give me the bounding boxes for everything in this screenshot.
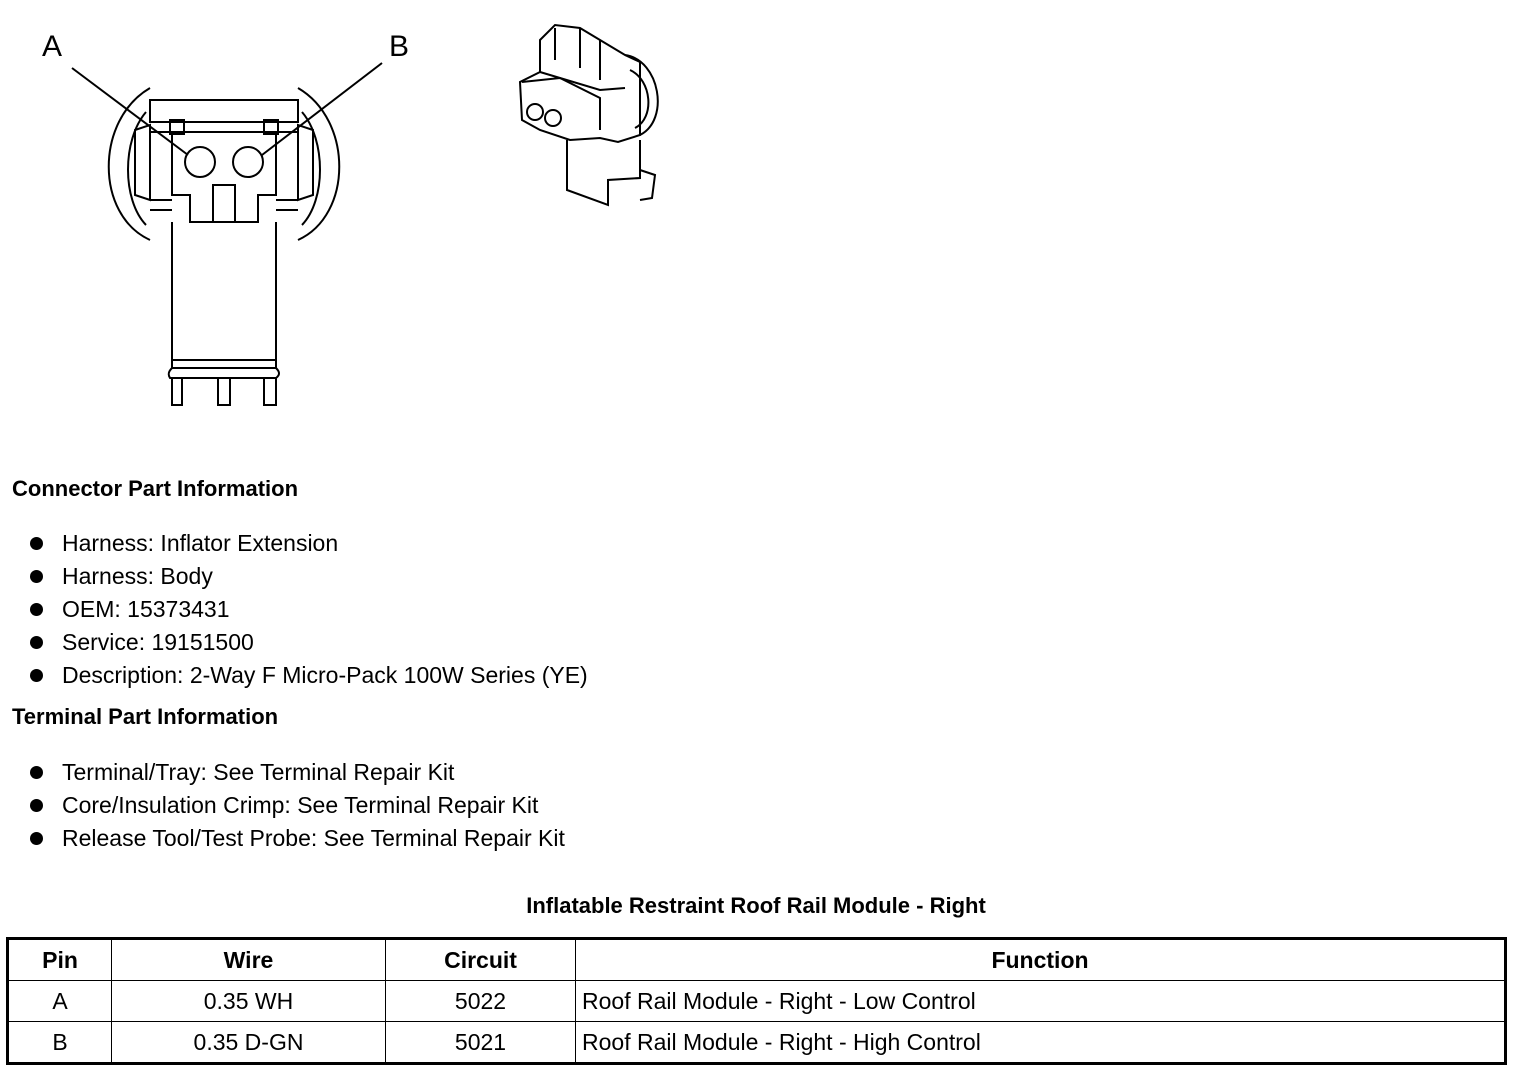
cell-pin: B: [7, 1021, 112, 1064]
connector-face-diagram: [71, 23, 659, 406]
bullet-icon: [30, 669, 43, 682]
cavity-a: [184, 146, 216, 178]
list-item: Service: 19151500: [30, 626, 588, 659]
left-wing: [107, 87, 151, 241]
terminal-info-list: Terminal/Tray: See Terminal Repair Kit C…: [30, 756, 565, 855]
column-header-function: Function: [575, 938, 1506, 981]
cell-circuit: 5022: [385, 980, 576, 1022]
bullet-icon: [30, 636, 43, 649]
bullet-icon: [30, 537, 43, 550]
table-header-row: Pin Wire Circuit Function: [7, 938, 1506, 981]
list-item: Terminal/Tray: See Terminal Repair Kit: [30, 756, 565, 789]
bullet-icon: [30, 799, 43, 812]
callout-b-label: B: [389, 30, 410, 63]
column-header-pin: Pin: [7, 938, 112, 981]
right-wing: [297, 87, 341, 241]
callout-a-leader: [71, 67, 189, 156]
bullet-icon: [30, 832, 43, 845]
cell-function: Roof Rail Module - Right - High Control: [575, 1021, 1506, 1064]
connector-body: [171, 131, 277, 223]
connector-isometric-view: [518, 23, 659, 207]
column-header-circuit: Circuit: [385, 938, 576, 981]
pin-table: Pin Wire Circuit Function A 0.35 WH 5022…: [6, 937, 1507, 1065]
connector-info-list: Harness: Inflator Extension Harness: Bod…: [30, 527, 588, 692]
column-header-wire: Wire: [111, 938, 386, 981]
bullet-icon: [30, 603, 43, 616]
cell-wire: 0.35 D-GN: [111, 1021, 386, 1064]
callout-a-label: A: [42, 30, 63, 63]
list-item: Core/Insulation Crimp: See Terminal Repa…: [30, 789, 565, 822]
connector-info-heading: Connector Part Information: [12, 476, 299, 501]
cell-pin: A: [7, 980, 112, 1022]
table-row: A 0.35 WH 5022 Roof Rail Module - Right …: [7, 980, 1506, 1022]
list-item: Release Tool/Test Probe: See Terminal Re…: [30, 822, 565, 855]
cell-wire: 0.35 WH: [111, 980, 386, 1022]
list-item: Harness: Body: [30, 560, 588, 593]
cell-circuit: 5021: [385, 1021, 576, 1064]
list-item: Harness: Inflator Extension: [30, 527, 588, 560]
list-item: OEM: 15373431: [30, 593, 588, 626]
pin-table-title: Inflatable Restraint Roof Rail Module - …: [526, 893, 986, 918]
bullet-icon: [30, 570, 43, 583]
list-item: Description: 2-Way F Micro-Pack 100W Ser…: [30, 659, 588, 692]
bullet-icon: [30, 766, 43, 779]
terminal-info-heading: Terminal Part Information: [12, 704, 279, 729]
cell-function: Roof Rail Module - Right - Low Control: [575, 980, 1506, 1022]
connector-lower-housing: [171, 222, 277, 369]
cavity-b: [232, 146, 264, 178]
table-row: B 0.35 D-GN 5021 Roof Rail Module - Righ…: [7, 1021, 1506, 1064]
